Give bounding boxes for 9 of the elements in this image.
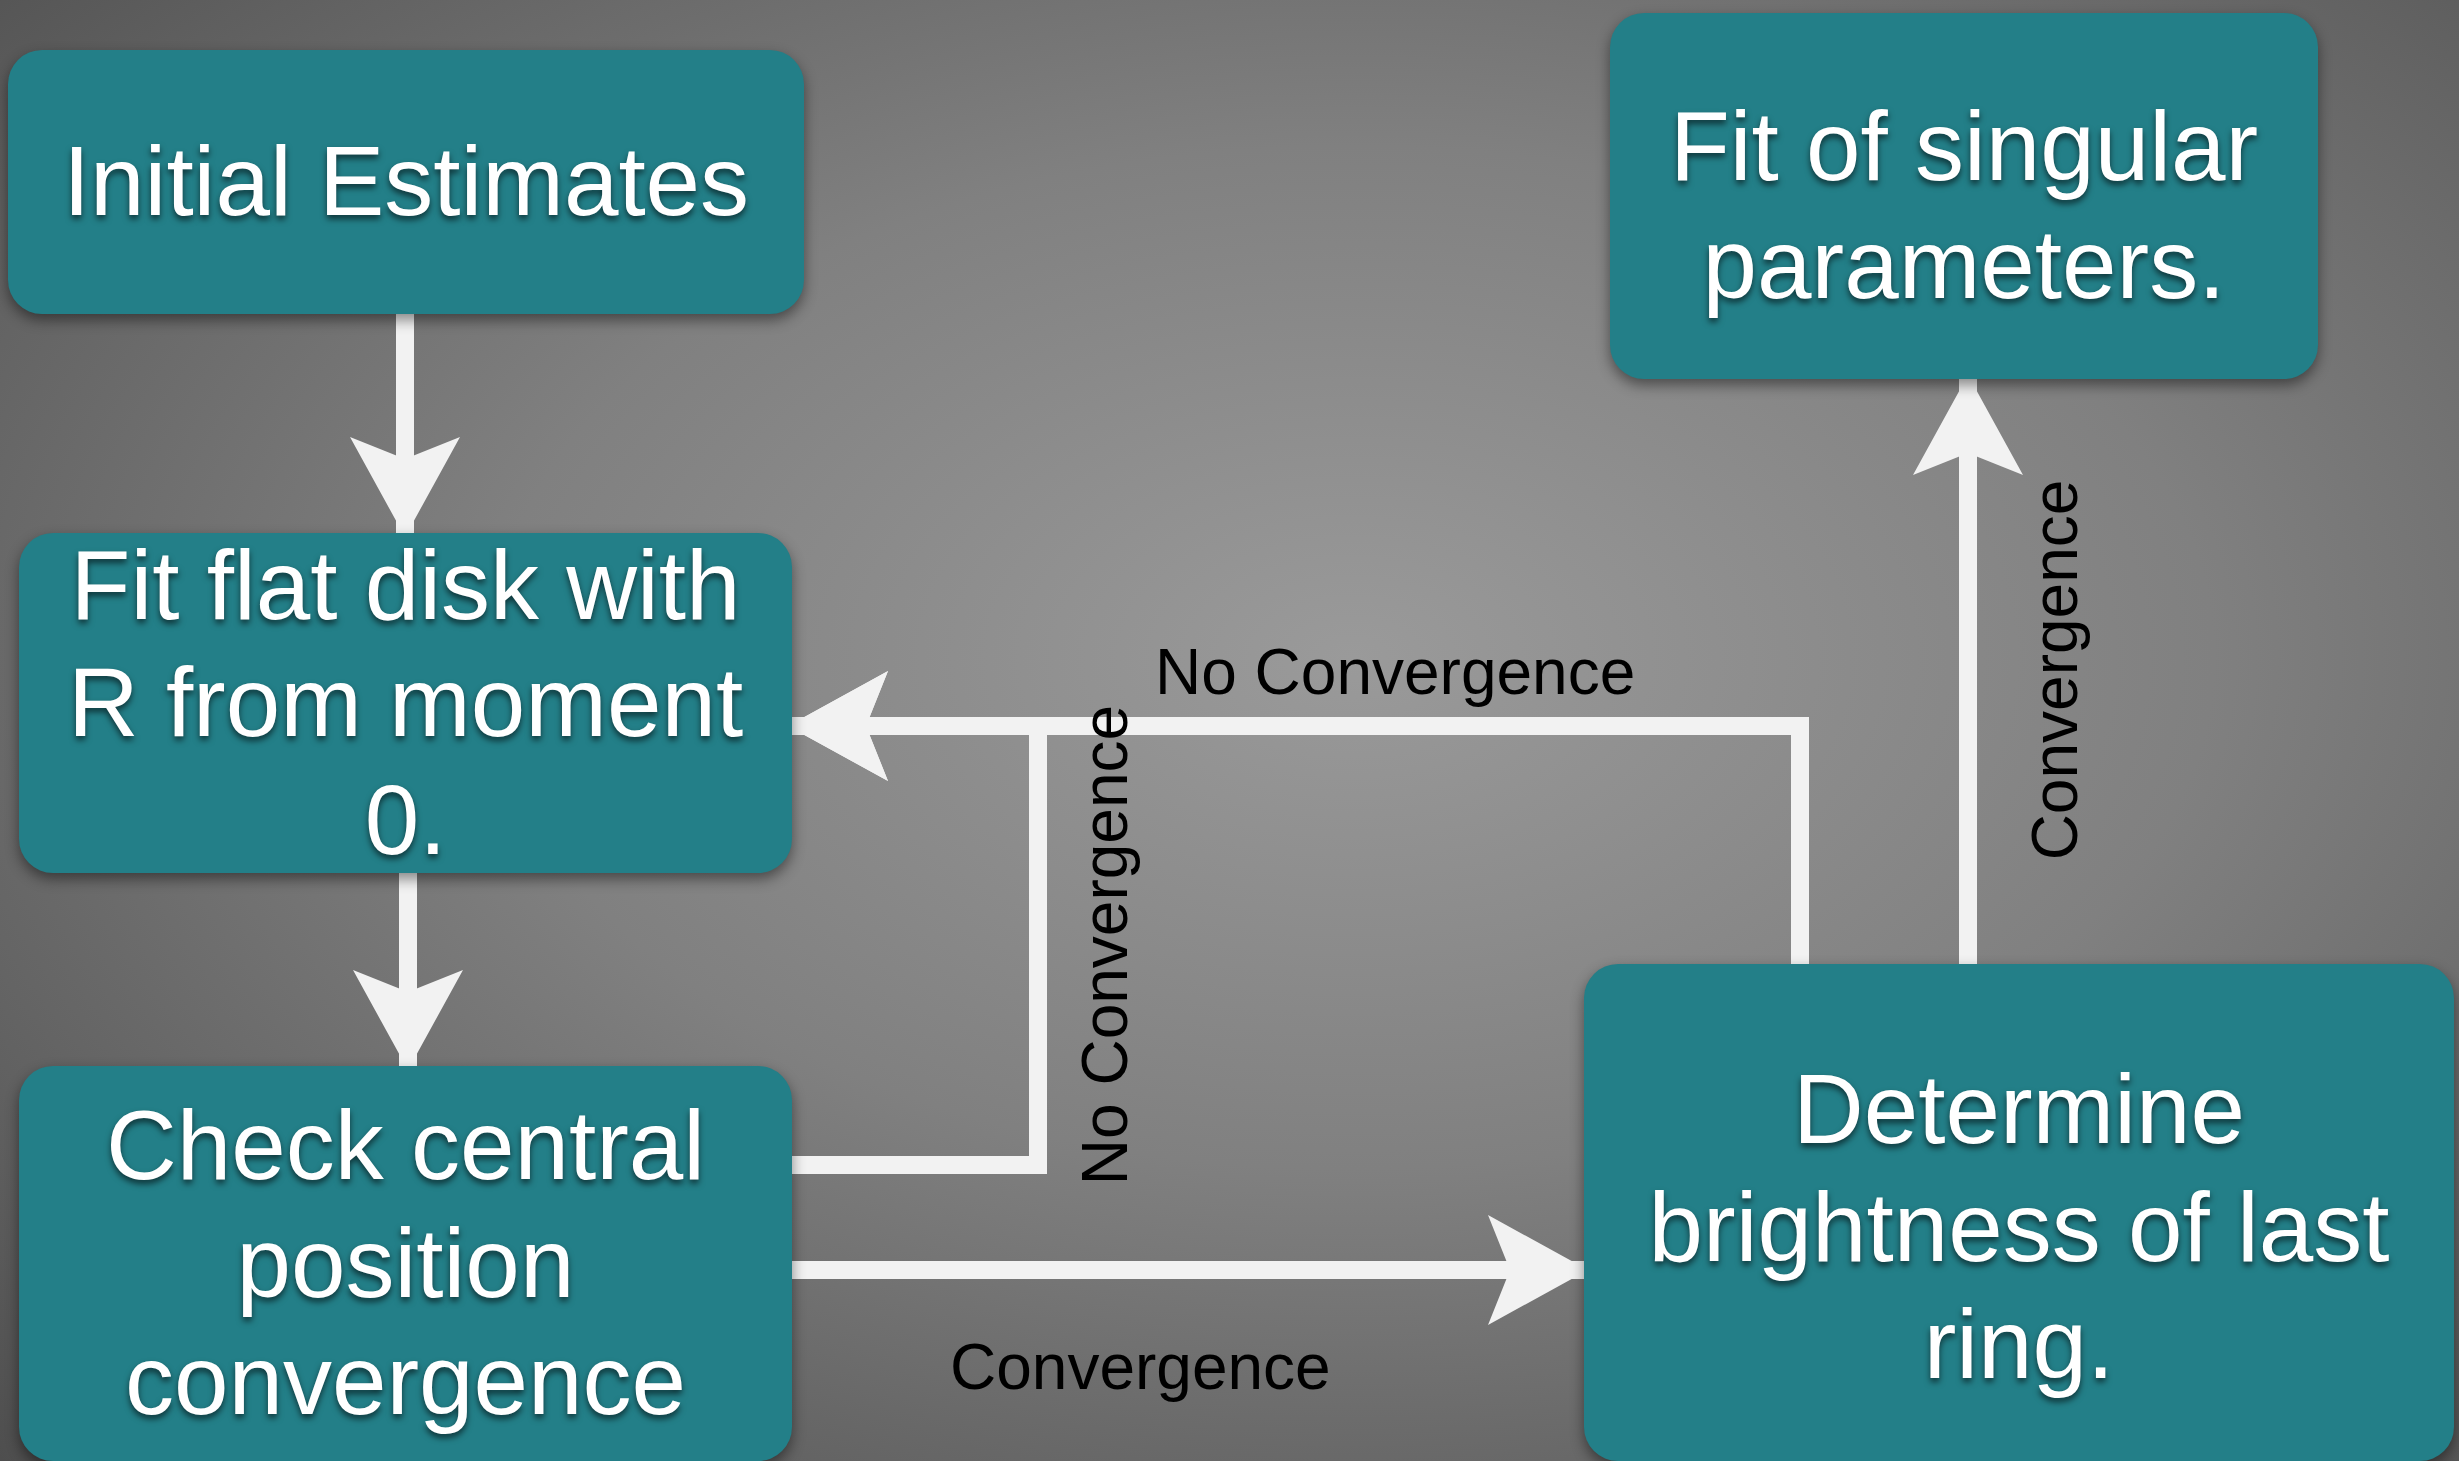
box-text: Determine brightness of last ring. [1647, 1053, 2391, 1402]
process-box [1610, 13, 2318, 379]
process-box [8, 50, 804, 314]
box-text: Fit flat disk with R from moment 0. [66, 528, 745, 877]
box-text: Fit of singular parameters. [1668, 90, 2260, 321]
process-box [1584, 964, 2454, 1461]
box-text: Check central position convergence [104, 1089, 707, 1438]
box-text: Initial Estimates [62, 125, 750, 239]
process-box [19, 1066, 792, 1461]
